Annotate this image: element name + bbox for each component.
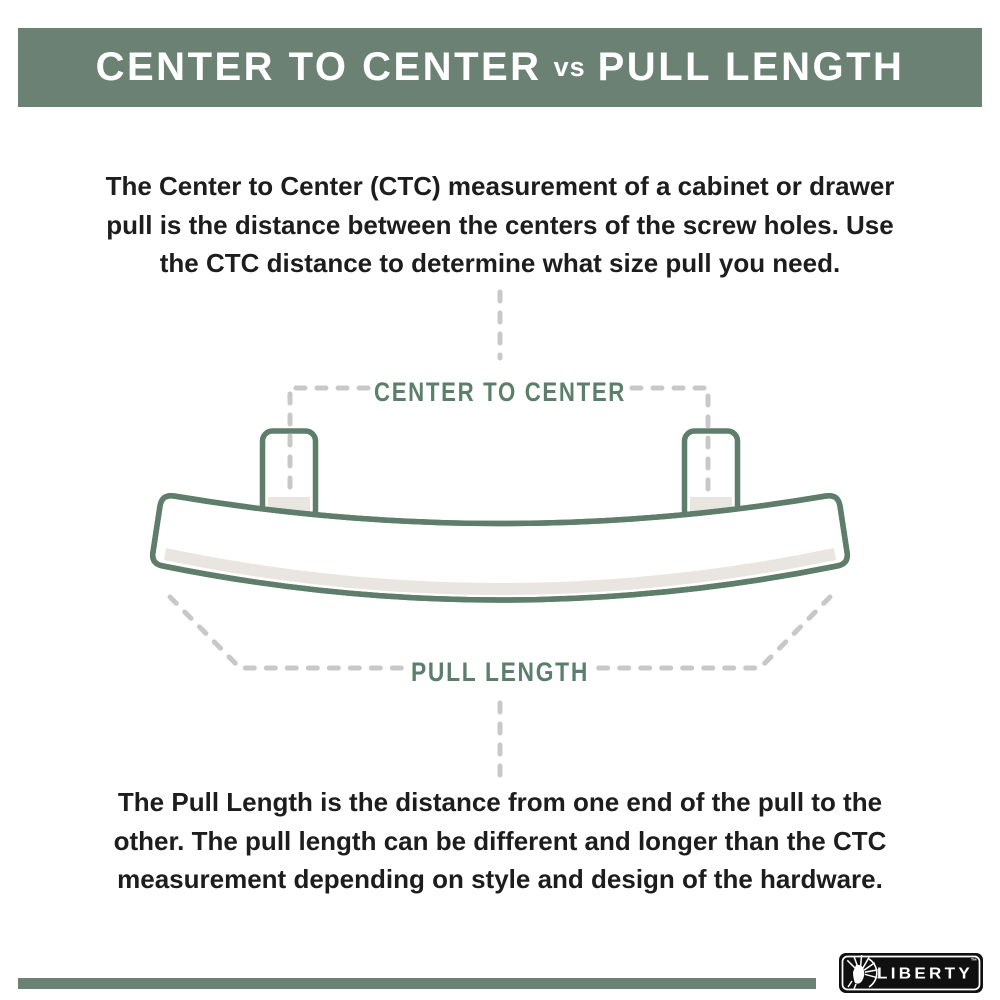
header-title-right: PULL LENGTH (597, 45, 905, 89)
liberty-logo-trademark: ™ (971, 958, 978, 965)
ctc-description-line-1: The Center to Center (CTC) measurement o… (105, 171, 895, 201)
ctc-description-line-3: the CTC distance to determine what size … (159, 248, 841, 278)
ctc-right-dashed-guide (629, 385, 711, 493)
pull-length-left-dashed-guide (167, 594, 411, 671)
footer-accent-bar (18, 978, 816, 989)
ctc-description: The Center to Center (CTC) measurement o… (0, 167, 1000, 283)
header-banner: CENTER TO CENTER vs PULL LENGTH (18, 28, 982, 107)
liberty-logo-plate (839, 953, 983, 993)
statue-of-liberty-icon (846, 955, 878, 990)
pull-length-description-line-1: The Pull Length is the distance from one… (117, 787, 883, 817)
pull-length-right-dashed-guide (589, 594, 833, 671)
pull-length-description-line-2: other. The pull length can be different … (113, 825, 887, 856)
ctc-description-line-2: pull is the distance between the centers… (106, 209, 894, 240)
ctc-left-dashed-guide (287, 385, 371, 493)
liberty-logo-wordmark: LIBERTY (877, 966, 973, 983)
pull-length-description-line-3: measurement depending on style and desig… (117, 864, 883, 894)
liberty-logo-border (841, 955, 981, 991)
header-title-vs: vs (553, 52, 586, 82)
pull-bar-shading (164, 548, 836, 595)
liberty-logo: LIBERTY ™ (839, 953, 983, 993)
pull-length-label: PULL LENGTH (411, 657, 589, 687)
ctc-label: CENTER TO CENTER (374, 377, 626, 407)
header-title-left: CENTER TO CENTER (95, 45, 542, 89)
pull-length-description: The Pull Length is the distance from one… (0, 783, 1000, 899)
pull-bar-outline (149, 492, 851, 603)
pull-measurement-diagram: CENTER TO CENTER PULL LENGTH (149, 289, 851, 783)
